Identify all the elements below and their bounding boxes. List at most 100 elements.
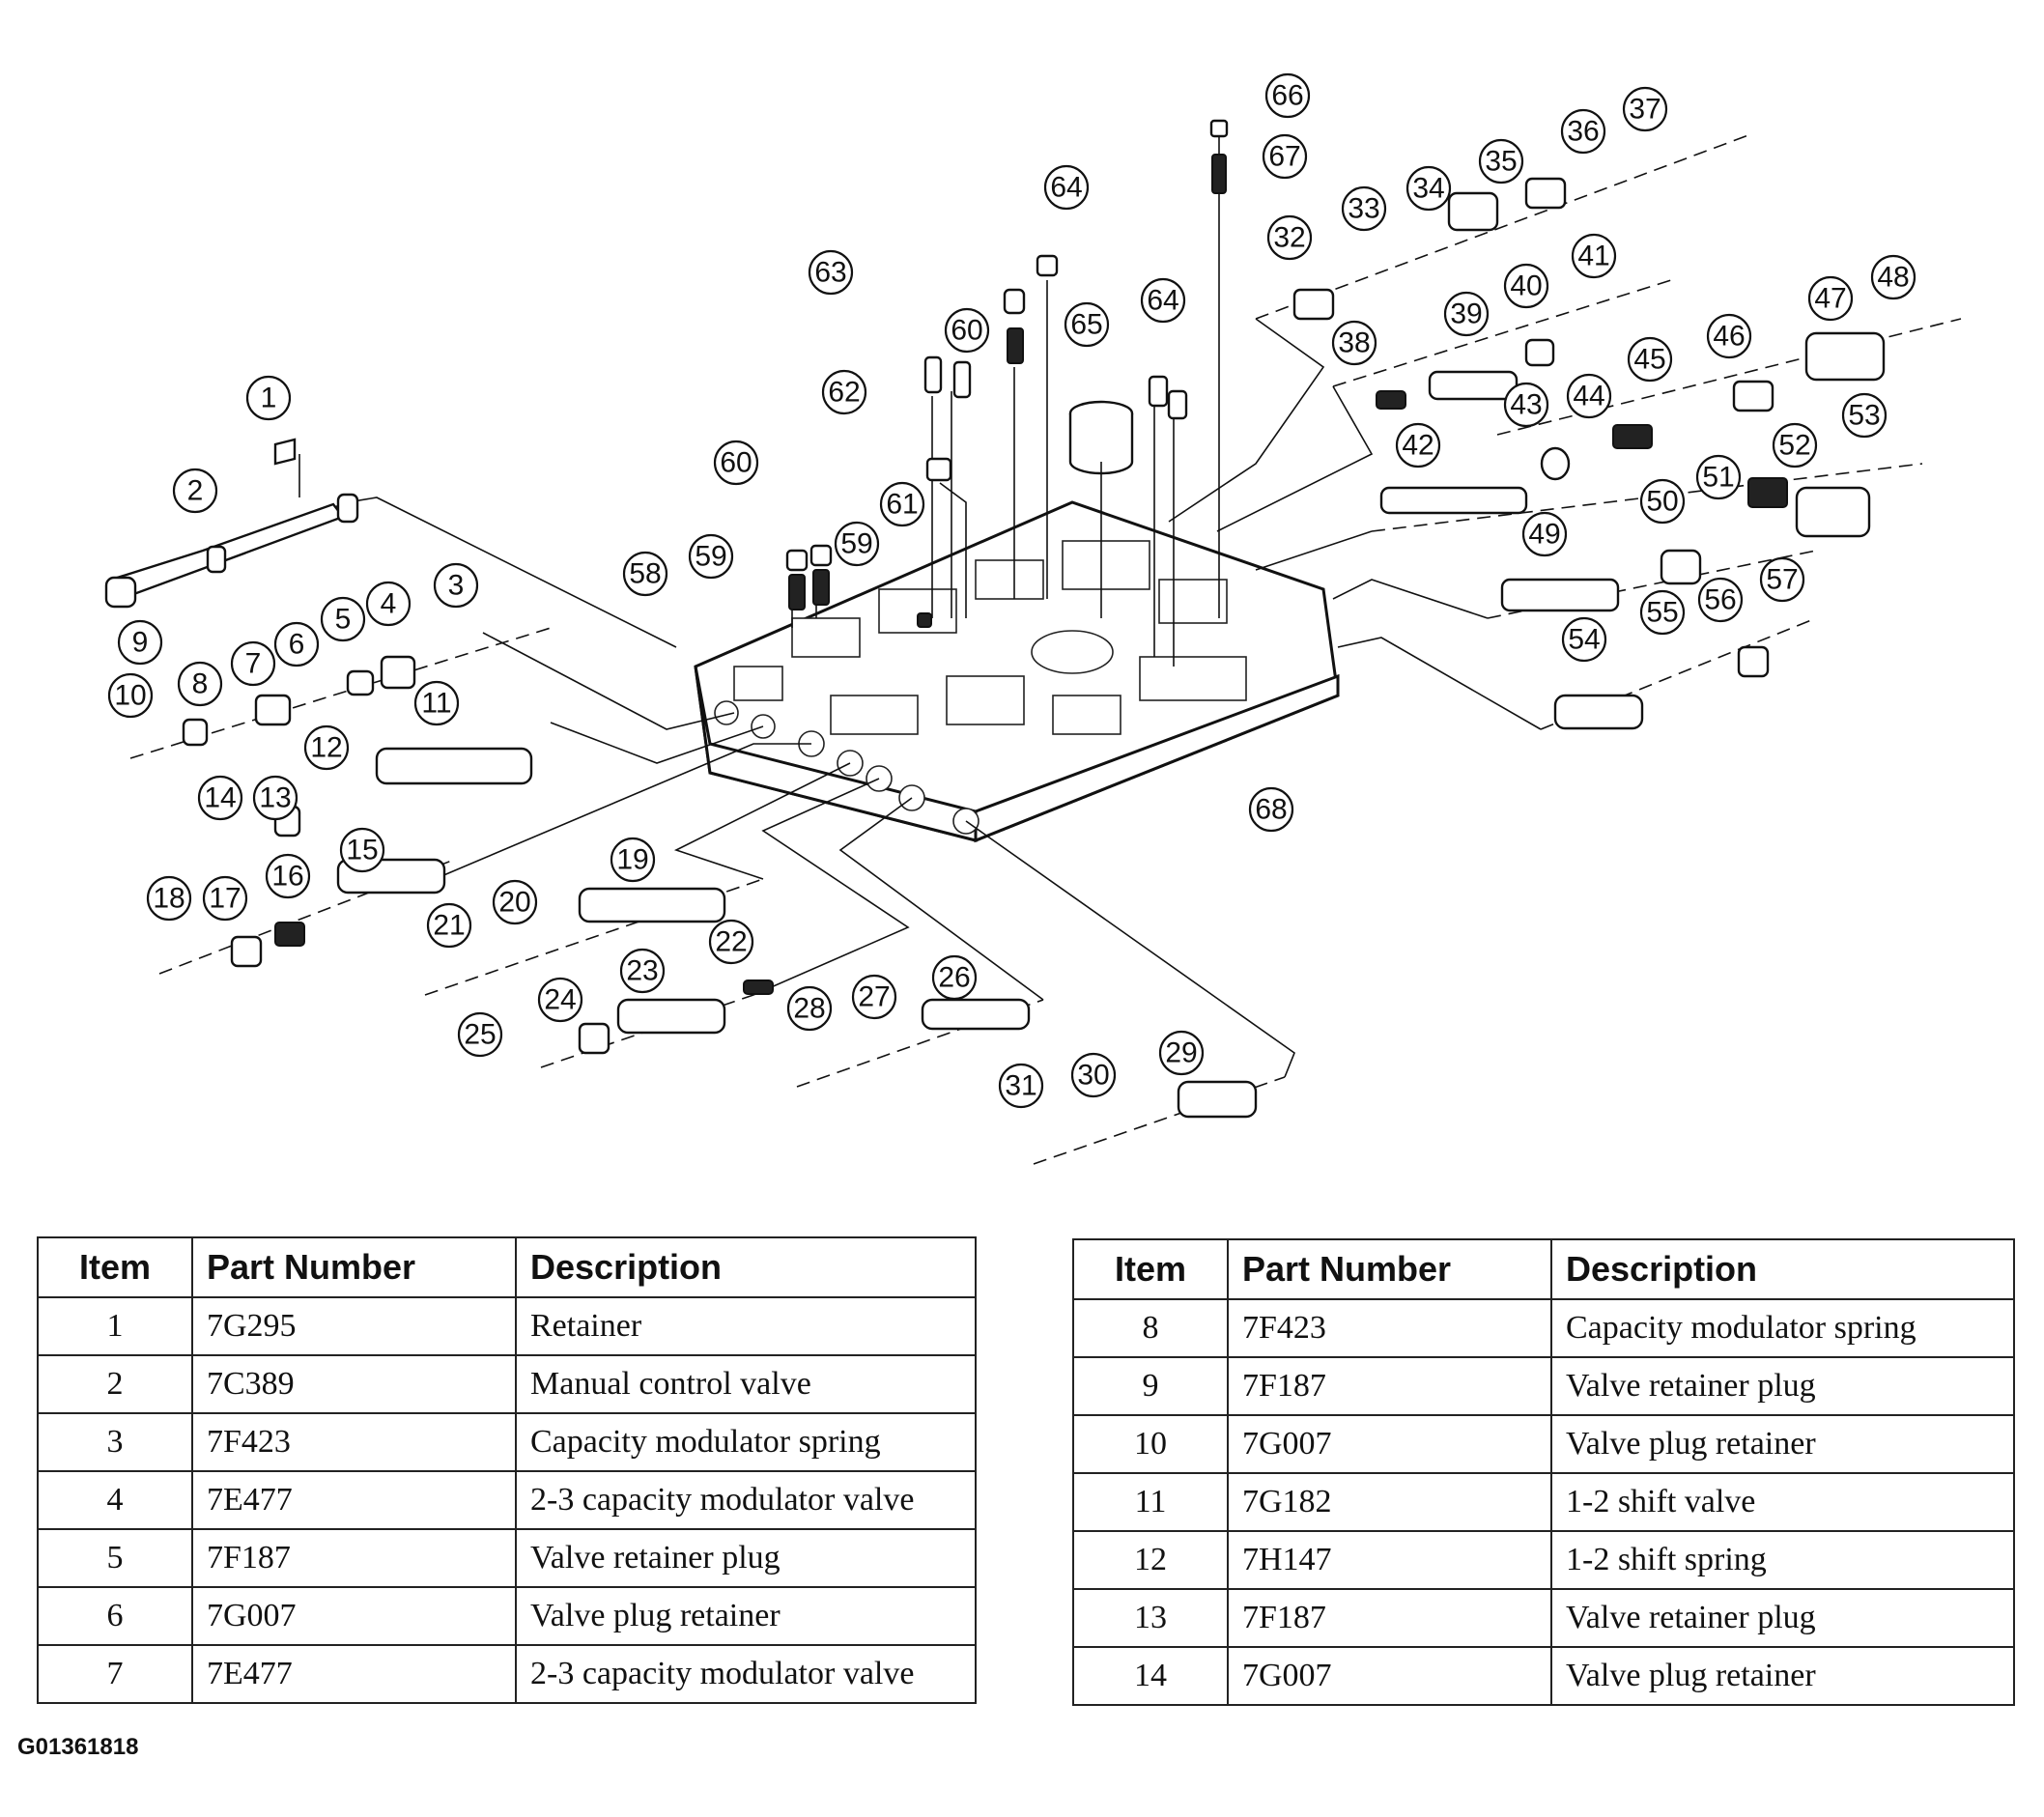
callout-4: 4 — [365, 581, 412, 627]
callout-57: 57 — [1759, 556, 1805, 603]
cell-item: 5 — [37, 1528, 193, 1588]
cell-part-number: 7E477 — [191, 1470, 517, 1530]
callout-43: 43 — [1503, 382, 1549, 428]
callout-number: 45 — [1633, 344, 1665, 376]
callout-44: 44 — [1566, 373, 1612, 419]
callout-number: 41 — [1577, 241, 1609, 272]
cell-item: 11 — [1072, 1472, 1229, 1532]
callout-33: 33 — [1341, 185, 1387, 232]
callout-59: 59 — [688, 533, 734, 580]
cell-description: 2-3 capacity modulator valve — [515, 1470, 977, 1530]
callout-26: 26 — [931, 954, 978, 1001]
callout-10: 10 — [107, 672, 154, 719]
cell-description: Valve plug retainer — [515, 1586, 977, 1646]
cell-part-number: 7G295 — [191, 1296, 517, 1356]
callout-number: 58 — [629, 558, 661, 590]
valve-body-cavities — [733, 540, 1247, 735]
callout-36: 36 — [1560, 108, 1606, 155]
callout-35: 35 — [1478, 138, 1524, 185]
callout-66: 66 — [1264, 72, 1311, 119]
table-header-row: Item Part Number Description — [37, 1236, 977, 1298]
callout-20: 20 — [492, 879, 538, 925]
callout-number: 2 — [187, 475, 204, 507]
cell-item: 12 — [1072, 1530, 1229, 1590]
callout-number: 7 — [245, 648, 262, 680]
callout-16: 16 — [265, 853, 311, 899]
callout-number: 53 — [1848, 400, 1880, 432]
leader-lines — [347, 126, 1542, 1078]
callout-14: 14 — [197, 775, 243, 821]
callout-number: 35 — [1485, 146, 1517, 178]
callout-54: 54 — [1561, 616, 1607, 663]
callout-number: 8 — [192, 668, 209, 700]
callout-number: 55 — [1646, 597, 1678, 629]
callout-number: 49 — [1528, 519, 1560, 551]
callout-number: 29 — [1165, 1037, 1197, 1069]
header-part-number: Part Number — [191, 1236, 517, 1298]
callout-46: 46 — [1706, 313, 1752, 359]
callout-number: 30 — [1077, 1060, 1109, 1092]
callout-11: 11 — [413, 680, 460, 726]
cell-item: 1 — [37, 1296, 193, 1356]
header-item: Item — [37, 1236, 193, 1298]
callout-number: 66 — [1271, 80, 1303, 112]
callout-1: 1 — [245, 375, 292, 421]
callout-50: 50 — [1639, 478, 1686, 525]
callout-52: 52 — [1772, 422, 1818, 468]
callout-number: 19 — [616, 844, 648, 876]
callout-22: 22 — [708, 919, 754, 965]
callout-25: 25 — [457, 1011, 503, 1058]
cell-description: Retainer — [515, 1296, 977, 1356]
header-description: Description — [1550, 1238, 2015, 1300]
callout-41: 41 — [1571, 233, 1617, 279]
cell-part-number: 7F187 — [1227, 1356, 1552, 1416]
callout-number: 44 — [1573, 381, 1604, 412]
callout-9: 9 — [117, 619, 163, 666]
cell-item: 9 — [1072, 1356, 1229, 1416]
callout-number: 48 — [1877, 262, 1909, 294]
callout-5: 5 — [320, 596, 366, 642]
cell-description: Valve plug retainer — [1550, 1646, 2015, 1706]
callout-number: 51 — [1702, 462, 1734, 494]
header-description: Description — [515, 1236, 977, 1298]
cell-description: Manual control valve — [515, 1354, 977, 1414]
callout-49: 49 — [1521, 511, 1568, 557]
callout-40: 40 — [1503, 263, 1549, 309]
callout-number: 5 — [335, 604, 352, 636]
callout-39: 39 — [1443, 291, 1490, 337]
callout-number: 20 — [498, 887, 530, 919]
callout-number: 42 — [1402, 430, 1434, 462]
callout-number: 24 — [544, 984, 576, 1016]
callout-number: 25 — [464, 1019, 496, 1051]
callout-number: 60 — [720, 447, 752, 479]
cell-item: 4 — [37, 1470, 193, 1530]
callout-number: 59 — [840, 528, 872, 560]
cell-part-number: 7G007 — [1227, 1646, 1552, 1706]
callout-6: 6 — [273, 621, 320, 667]
callout-number: 40 — [1510, 270, 1542, 302]
callout-45: 45 — [1627, 336, 1673, 383]
callout-number: 27 — [858, 981, 890, 1013]
callout-number: 50 — [1646, 486, 1678, 518]
callout-number: 61 — [886, 489, 918, 521]
callout-number: 18 — [153, 883, 185, 915]
callout-number: 15 — [346, 835, 378, 866]
callout-number: 17 — [209, 883, 241, 915]
cell-part-number: 7C389 — [191, 1354, 517, 1414]
callout-27: 27 — [851, 974, 897, 1020]
callout-58: 58 — [622, 551, 668, 597]
callout-number: 32 — [1273, 222, 1305, 254]
callout-number: 68 — [1255, 794, 1287, 826]
cell-item: 6 — [37, 1586, 193, 1646]
